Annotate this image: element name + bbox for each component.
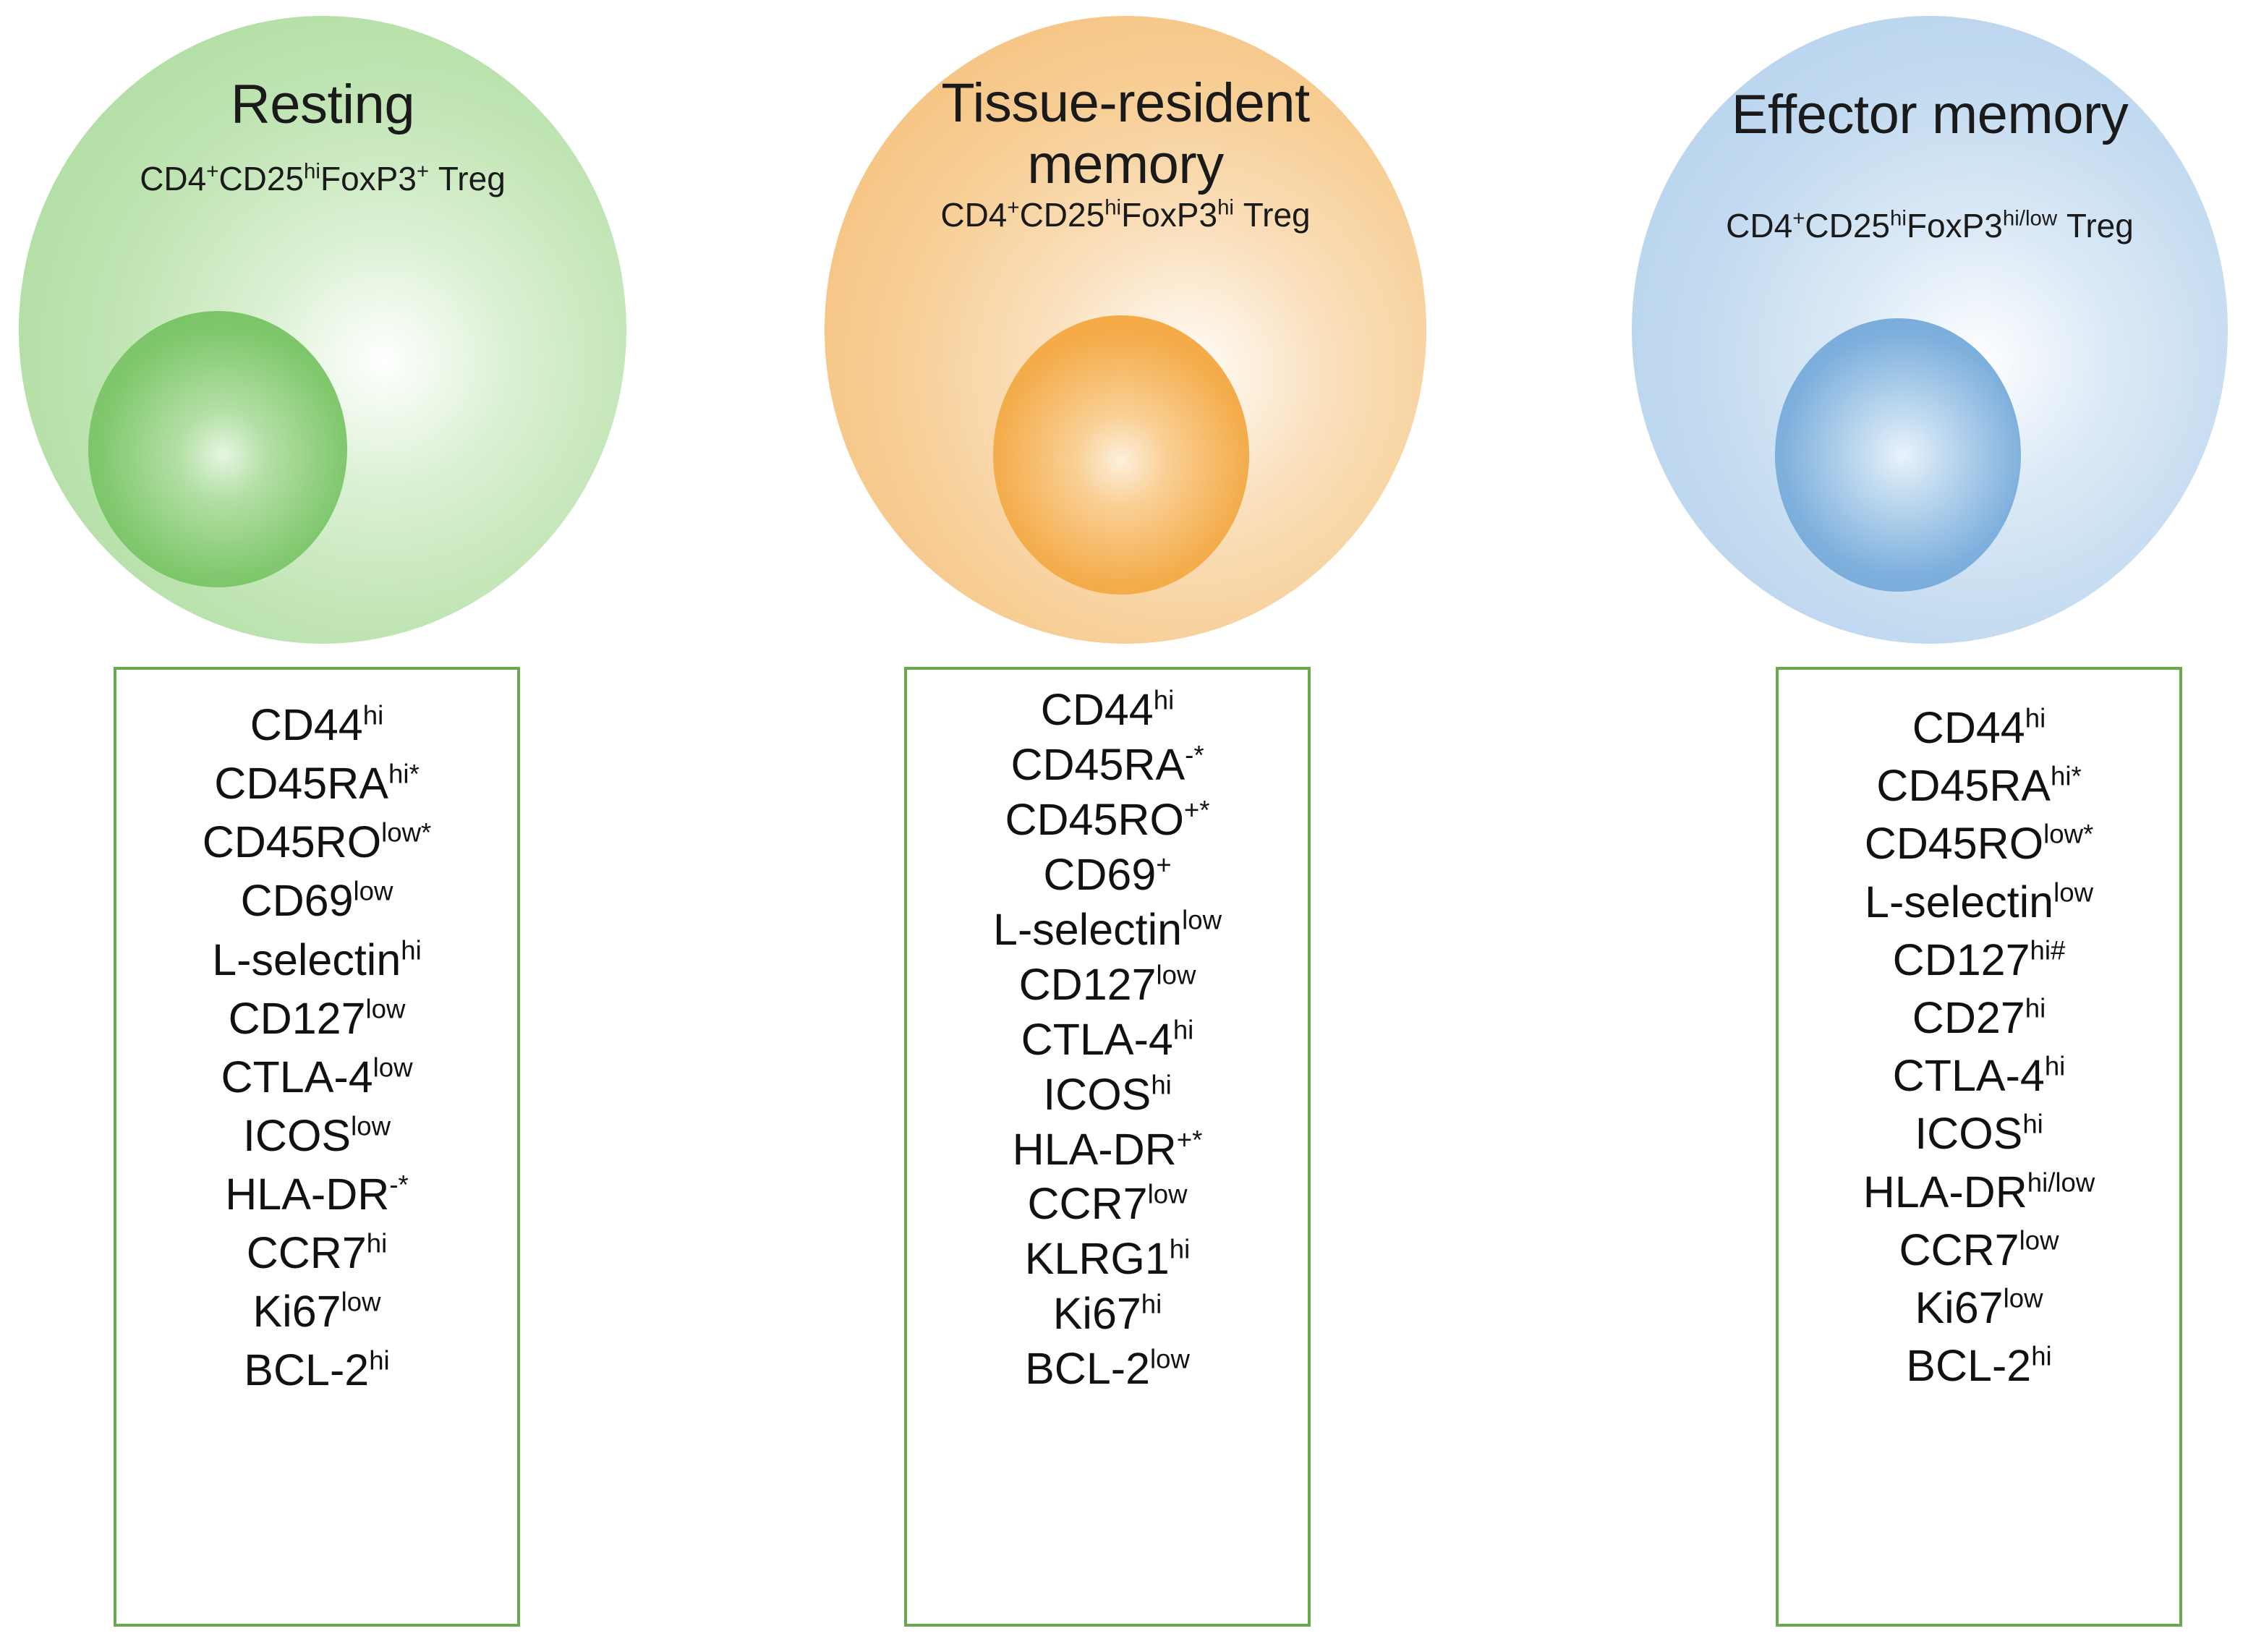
marker-item: BCL-2hi (244, 1345, 390, 1395)
marker-item: CD45RO+* (1005, 794, 1210, 844)
resting-phenotype-label: CD4+CD25hiFoxP3+ Treg (19, 161, 626, 197)
marker-item: KLRG1hi (1024, 1234, 1191, 1284)
resting-title: Resting (230, 74, 415, 135)
marker-item: ICOShi (1043, 1069, 1172, 1119)
marker-item: CD45ROlow* (202, 817, 432, 867)
marker-item: HLA-DR+* (1012, 1124, 1203, 1174)
em-inner-sphere (1775, 318, 2021, 592)
marker-item: CD69+ (1043, 849, 1172, 899)
trm-title: Tissue-resident memory (825, 72, 1426, 195)
marker-item: CCR7low (1027, 1179, 1188, 1229)
marker-item: ICOShi (1915, 1109, 2043, 1159)
marker-item: CD44hi (1040, 685, 1175, 734)
marker-item: CD127low (1018, 959, 1196, 1009)
em-phenotype-label: CD4+CD25hiFoxP3hi/low Treg (1632, 208, 2228, 244)
marker-item: HLA-DRhi/low (1863, 1167, 2095, 1217)
em-title: Effector memory (1731, 84, 2129, 145)
trm-phenotype-label: CD4+CD25hiFoxP3hi Treg (825, 197, 1426, 234)
marker-item: Ki67hi (1052, 1289, 1162, 1339)
marker-item: BCL-2low (1025, 1344, 1190, 1394)
resting-outer-sphere: Resting CD4+CD25hiFoxP3+ Treg (19, 16, 626, 644)
marker-item: HLA-DR-* (225, 1170, 409, 1219)
em-outer-sphere: Effector memory CD4+CD25hiFoxP3hi/low Tr… (1632, 16, 2228, 644)
marker-item: Ki67low (1915, 1283, 2043, 1333)
marker-item: CTLA-4hi (1021, 1014, 1194, 1064)
marker-item: L-selectinhi (212, 934, 422, 984)
resting-inner-sphere (88, 311, 347, 587)
marker-item: CD45RAhi* (1876, 761, 2082, 811)
marker-item: CD45ROlow* (1864, 819, 2094, 869)
marker-item: ICOSlow (242, 1110, 391, 1160)
marker-item: CD69low (240, 876, 393, 926)
trm-phenotype-text: CD4+CD25hiFoxP3hi Treg (940, 195, 1311, 234)
marker-item: CTLA-4hi (1892, 1051, 2066, 1101)
trm-title-line-1: Tissue-resident (941, 72, 1310, 134)
resting-phenotype-text: CD4+CD25hiFoxP3+ Treg (140, 159, 506, 197)
trm-title-line-2: memory (1027, 134, 1224, 196)
marker-item: CD45RA-* (1010, 739, 1204, 789)
marker-item: CD44hi (250, 700, 384, 749)
marker-item: CD27hi (1912, 993, 2046, 1043)
marker-item: CD127hi# (1892, 934, 2066, 984)
marker-item: CD44hi (1912, 703, 2046, 752)
marker-item: CCR7hi (246, 1228, 388, 1278)
marker-item: Ki67low (252, 1287, 381, 1337)
trm-outer-sphere: Tissue-resident memory CD4+CD25hiFoxP3hi… (825, 16, 1426, 644)
marker-item: L-selectinlow (1865, 877, 2093, 927)
trm-inner-sphere (993, 315, 1249, 595)
marker-item: BCL-2hi (1906, 1341, 2052, 1391)
marker-item: CCR7low (1899, 1225, 2059, 1274)
marker-item: CTLA-4low (221, 1052, 413, 1102)
marker-item: L-selectinlow (993, 904, 1222, 954)
em-phenotype-text: CD4+CD25hiFoxP3hi/low Treg (1726, 206, 2134, 244)
marker-item: CD127low (228, 993, 406, 1043)
marker-item: CD45RAhi* (214, 759, 420, 809)
